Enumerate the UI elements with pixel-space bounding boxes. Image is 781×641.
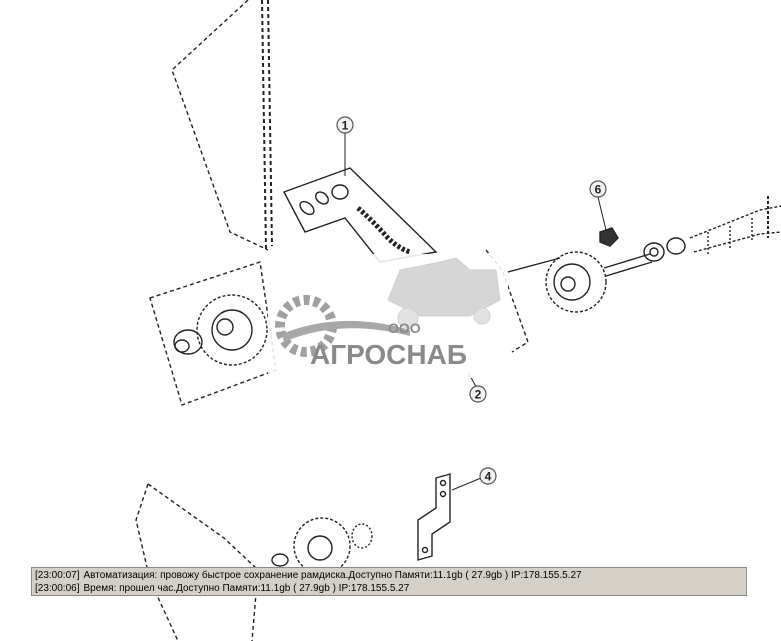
nut-part-6 <box>599 227 619 247</box>
svg-text:АГРОСНАБ: АГРОСНАБ <box>310 339 467 370</box>
log-line: [23:00:06]Время: прошел час.Доступно Пам… <box>35 582 743 595</box>
gear-logo-icon <box>275 295 410 357</box>
svg-text:ООО: ООО <box>388 320 421 336</box>
callout-4: 4 <box>479 467 497 485</box>
callout-6: 6 <box>589 180 607 198</box>
bracket-part-4 <box>417 473 451 561</box>
drive-shaft <box>643 196 781 262</box>
log-line: [23:00:07]Автоматизация: провожу быстрое… <box>35 569 743 582</box>
sprocket-assembly-left <box>149 261 277 406</box>
frame-panel-top <box>171 0 273 251</box>
log-message: Время: прошел час.Доступно Памяти:11.1gb… <box>83 583 410 594</box>
svg-text:4: 4 <box>485 470 492 484</box>
log-time: [23:00:07] <box>35 570 80 581</box>
sprocket-assembly-right <box>485 249 653 353</box>
callout-1: 1 <box>336 116 354 134</box>
log-message: Автоматизация: провожу быстрое сохранени… <box>83 570 582 581</box>
svg-text:2: 2 <box>475 388 482 402</box>
svg-text:6: 6 <box>595 183 602 197</box>
log-time: [23:00:06] <box>35 583 80 594</box>
harvester-logo-icon <box>387 257 501 329</box>
svg-text:1: 1 <box>342 119 349 133</box>
chain-kit-plate <box>283 167 438 263</box>
watermark: ООО АГРОСНАБ <box>268 254 508 378</box>
callout-2: 2 <box>469 385 487 403</box>
sprocket-assembly-bottom <box>135 483 373 641</box>
log-panel: [23:00:07]Автоматизация: провожу быстрое… <box>31 567 747 596</box>
